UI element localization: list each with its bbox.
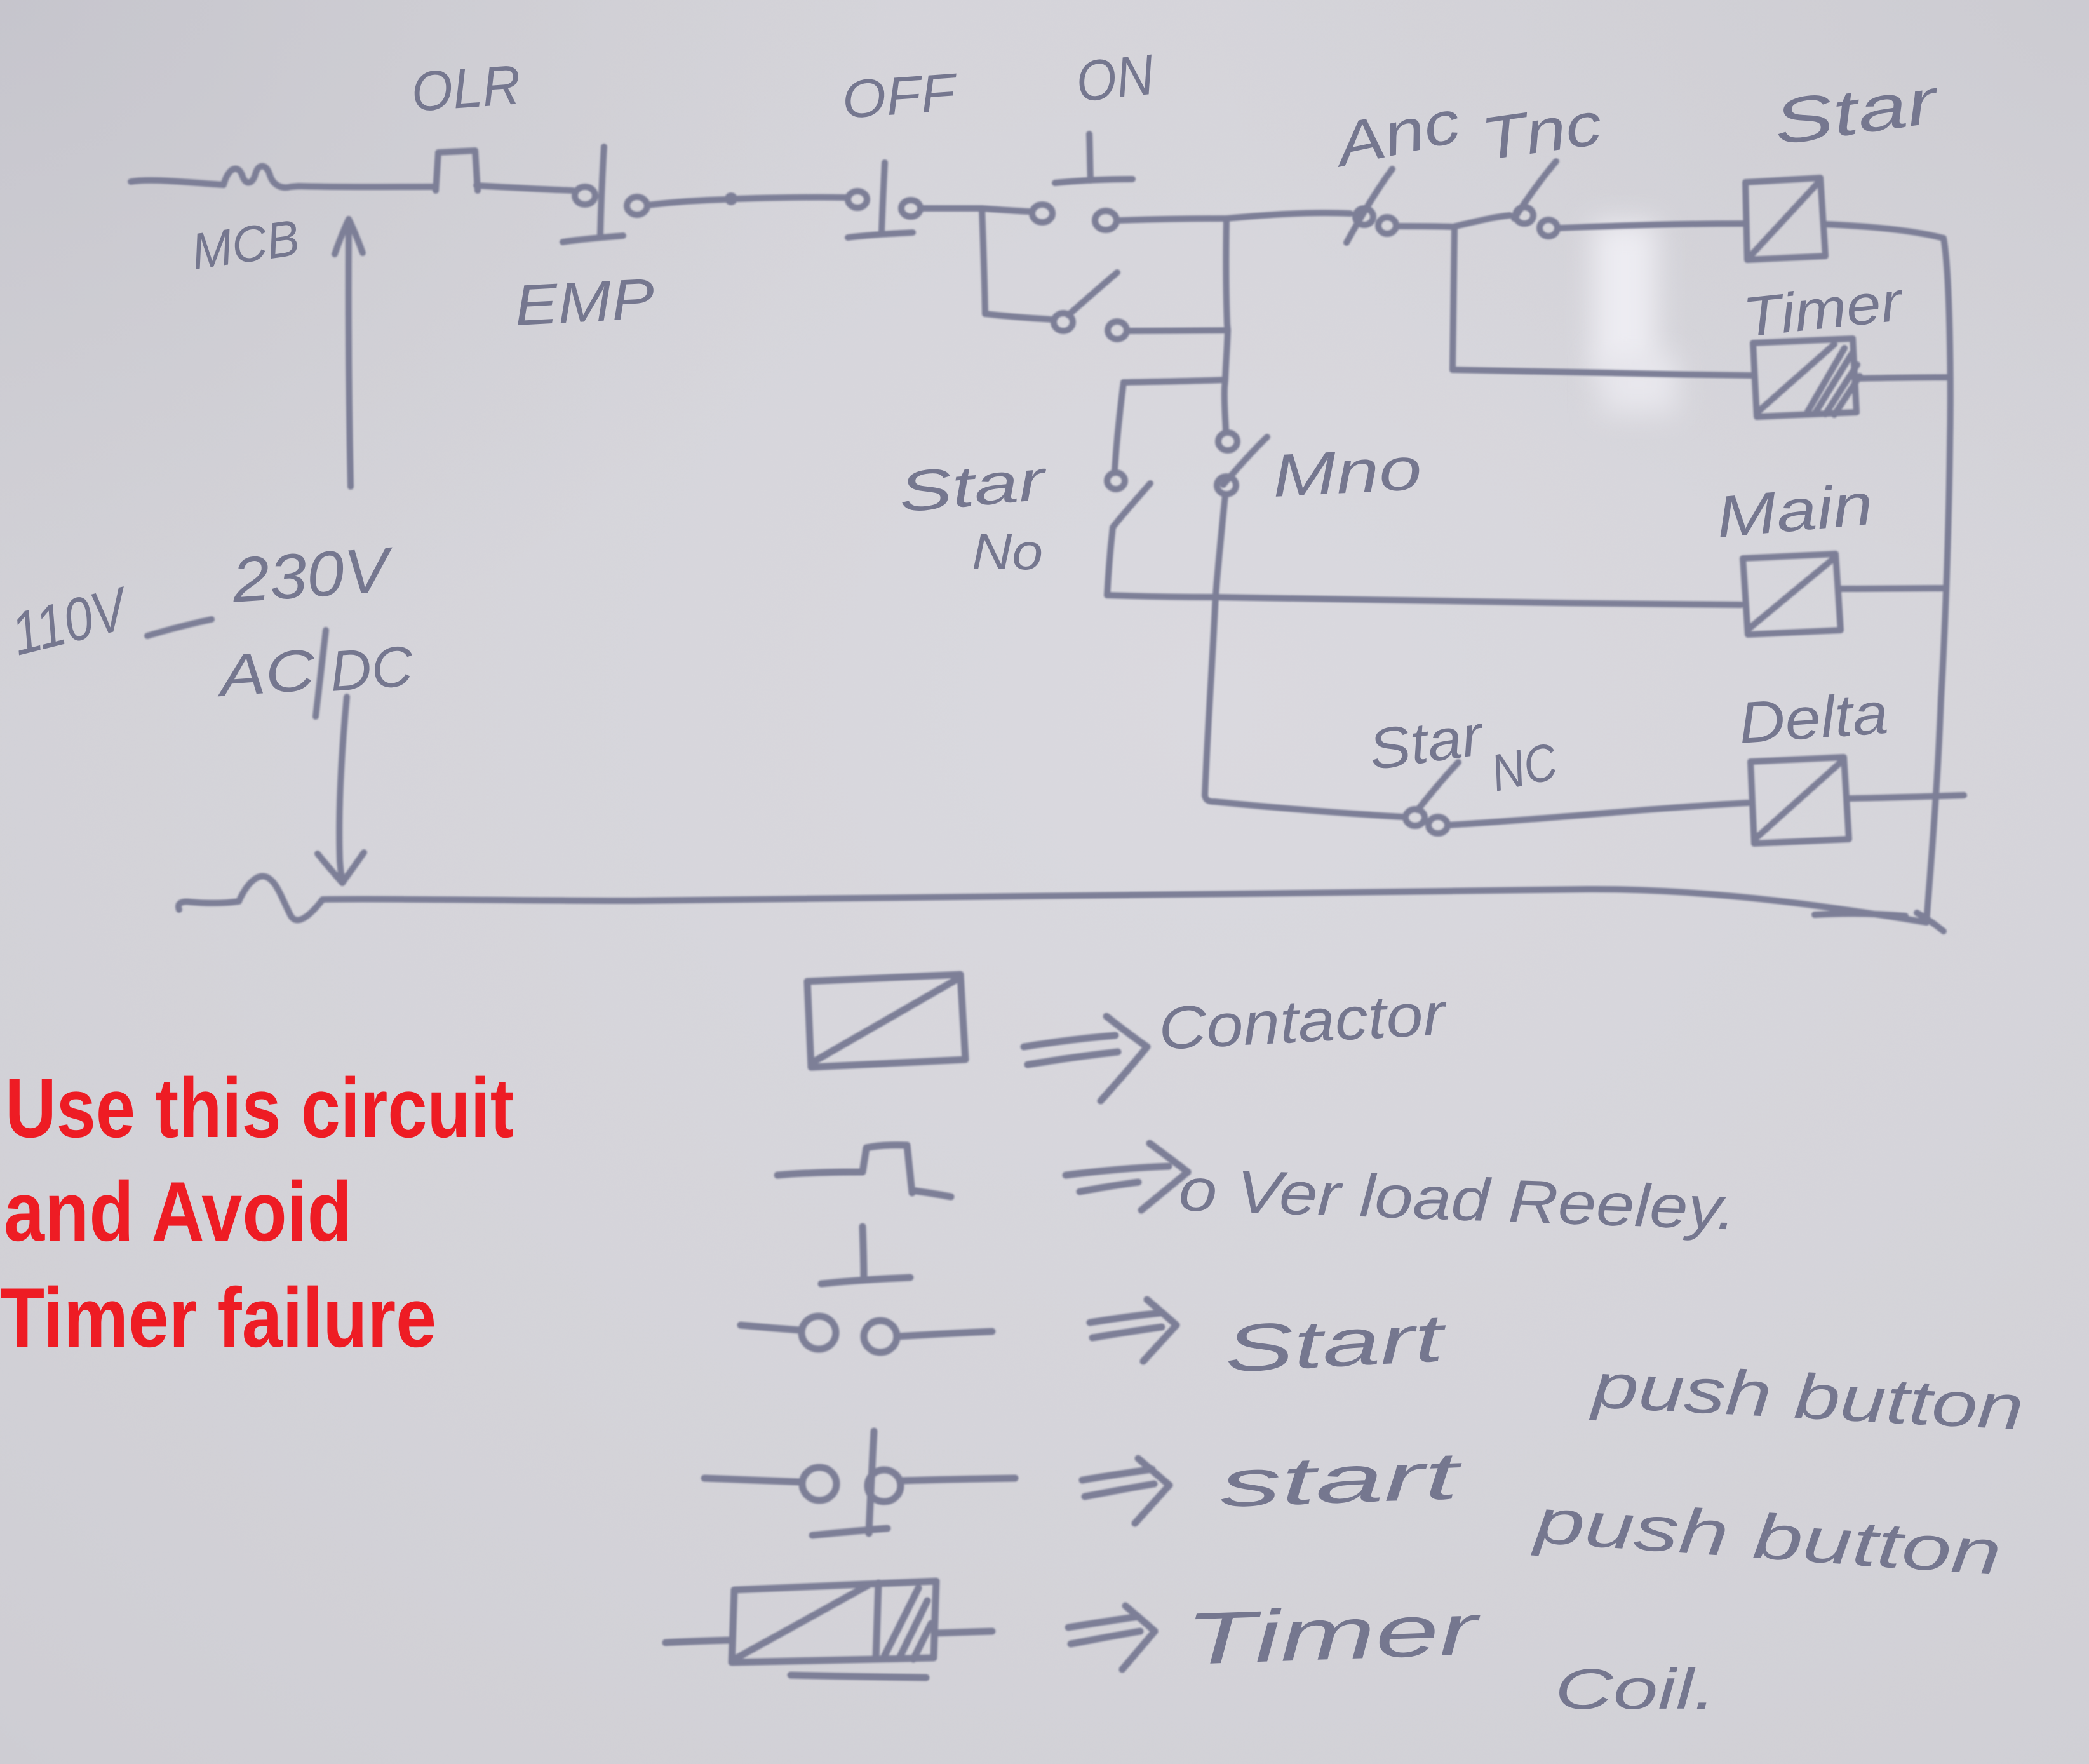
svg-text:Use this circuit: Use this circuit	[5, 1061, 514, 1155]
svg-text:and Avoid: and Avoid	[4, 1165, 352, 1259]
svg-text:DC: DC	[328, 635, 415, 704]
svg-text:230V: 230V	[229, 534, 397, 616]
svg-text:OLR: OLR	[409, 53, 522, 123]
svg-text:Timer: Timer	[1184, 1589, 1483, 1680]
svg-text:EMP: EMP	[513, 267, 656, 338]
svg-text:Tnc: Tnc	[1477, 90, 1606, 173]
svg-text:start: start	[1219, 1439, 1464, 1521]
svg-text:Main: Main	[1714, 472, 1876, 550]
svg-text:Delta: Delta	[1736, 681, 1890, 756]
svg-text:Coil.: Coil.	[1555, 1658, 1716, 1721]
svg-text:OFF: OFF	[840, 62, 960, 130]
svg-text:Contactor: Contactor	[1157, 980, 1449, 1063]
svg-text:NC: NC	[1486, 732, 1562, 803]
svg-text:AC: AC	[213, 638, 317, 710]
svg-text:Timer failure: Timer failure	[0, 1271, 436, 1365]
svg-text:No: No	[972, 523, 1043, 580]
svg-text:Mno: Mno	[1271, 435, 1423, 510]
svg-text:Start: Start	[1223, 1301, 1449, 1387]
svg-text:Star: Star	[896, 448, 1050, 525]
svg-text:ON: ON	[1073, 43, 1158, 114]
